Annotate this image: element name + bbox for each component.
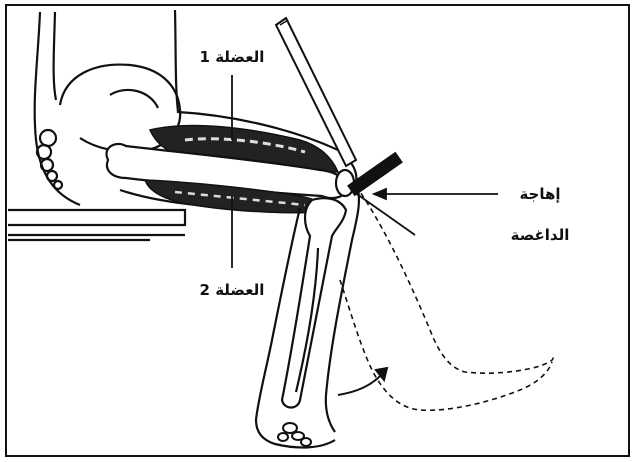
label-patella: الداغصة	[511, 226, 570, 244]
label-stimulus: إهاجة	[519, 185, 560, 203]
label-muscle-2: العضلة 2	[200, 281, 265, 299]
label-muscle-1: العضلة 1	[200, 48, 265, 66]
